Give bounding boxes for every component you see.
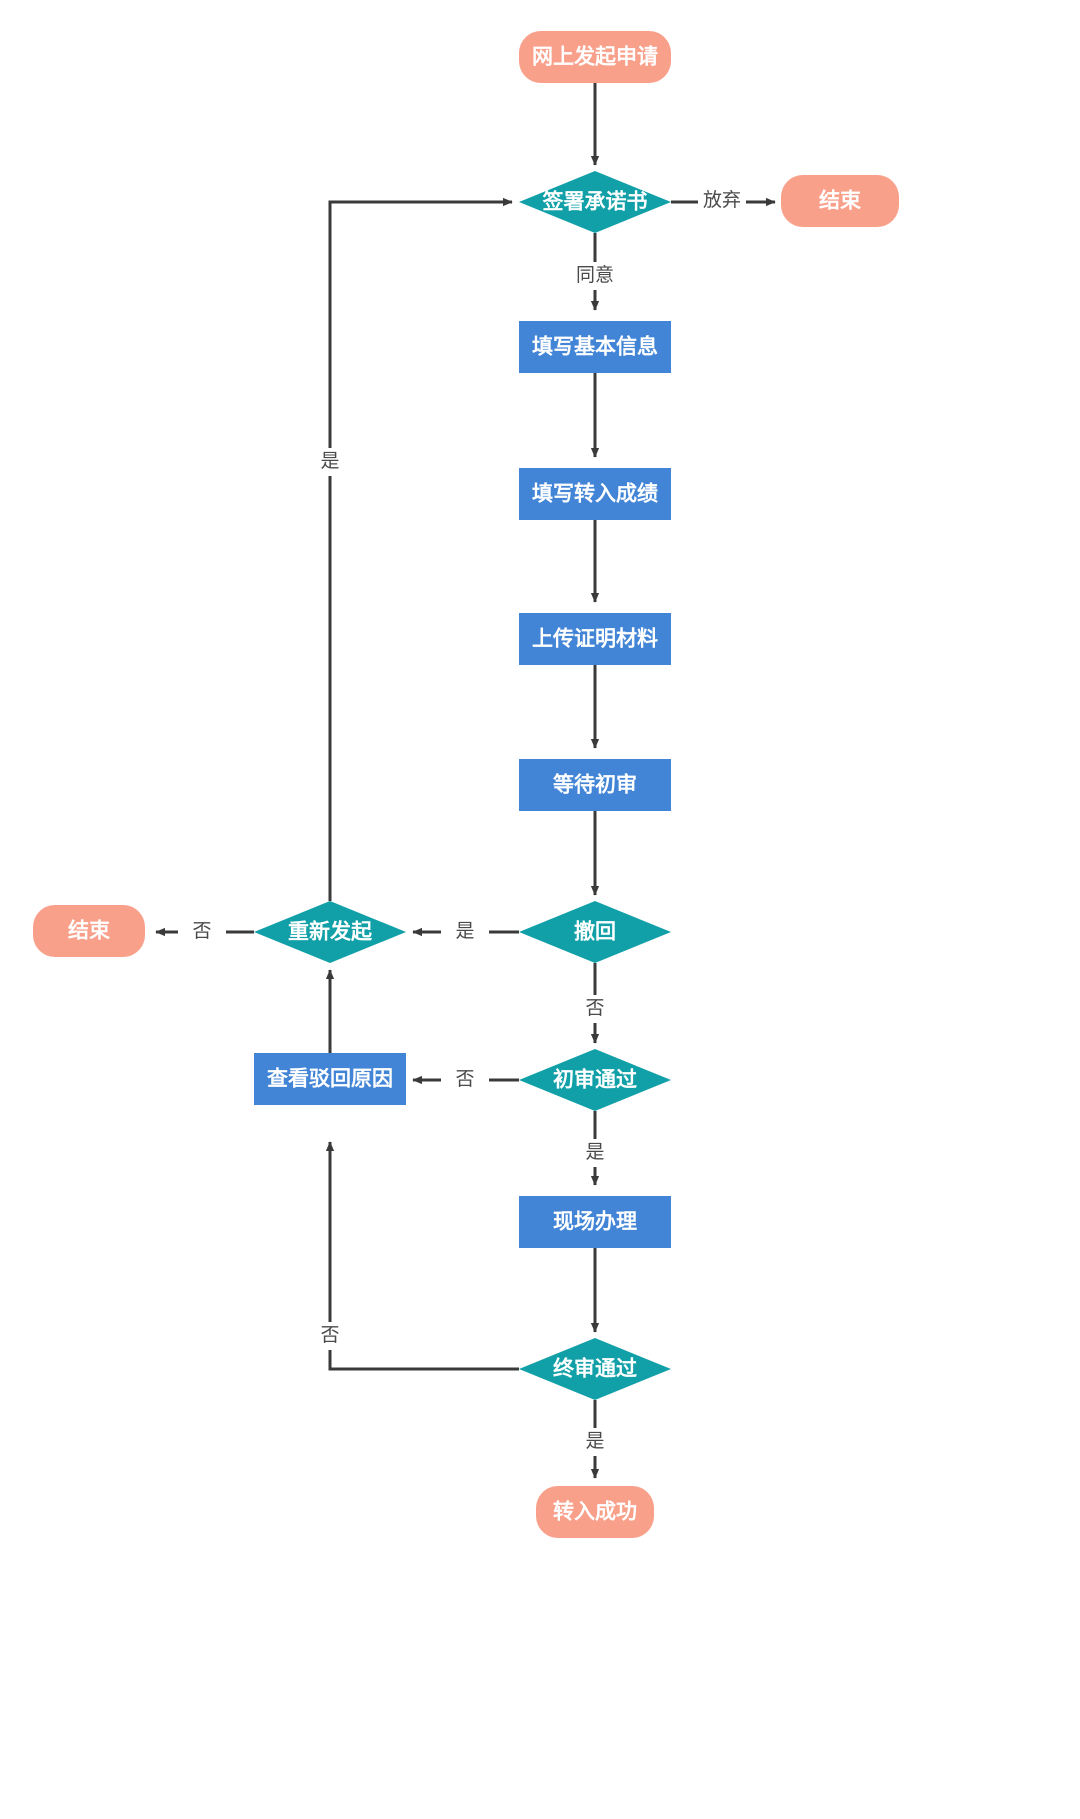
- edge-withdraw-to-first-pass: 否: [571, 963, 619, 1044]
- edge-label-withdraw-no: 否: [585, 998, 604, 1019]
- edge-first-pass-to-view-reject: 否: [412, 1066, 519, 1094]
- node-process-fill-transfer-grades[interactable]: 填写转入成绩: [519, 468, 671, 520]
- node-label-transfer-grades: 填写转入成绩: [532, 482, 658, 506]
- node-end-transfer-success[interactable]: 转入成功: [536, 1486, 654, 1538]
- node-decision-sign-commitment[interactable]: 签署承诺书: [519, 171, 671, 233]
- node-end-restart-no[interactable]: 结束: [33, 905, 145, 957]
- edge-label-restart-yes: 是: [320, 451, 339, 472]
- node-decision-first-review-passed[interactable]: 初审通过: [519, 1049, 671, 1111]
- node-label-restart: 重新发起: [288, 920, 373, 944]
- edge-first-pass-to-onsite: 是: [571, 1111, 619, 1186]
- node-label-first-review-passed: 初审通过: [553, 1068, 637, 1092]
- edge-label-agree: 同意: [576, 264, 614, 286]
- node-label-view-rejection-reason: 查看驳回原因: [267, 1067, 393, 1091]
- node-decision-withdraw[interactable]: 撤回: [519, 901, 671, 963]
- node-label-upload-materials: 上传证明材料: [532, 627, 658, 651]
- nodes-layer: 网上发起申请 签署承诺书 结束 填写基本信息 填写转入成绩: [33, 31, 899, 1538]
- edge-restart-to-sign: 是: [306, 197, 513, 901]
- edge-sign-to-basic-info: 同意: [571, 233, 619, 311]
- node-label-start: 网上发起申请: [532, 45, 658, 69]
- edge-label-final-pass-no: 否: [320, 1325, 339, 1346]
- node-label-onsite-handling: 现场办理: [553, 1211, 637, 1234]
- node-end-abandon[interactable]: 结束: [781, 175, 899, 227]
- edge-label-first-pass-no: 否: [455, 1069, 474, 1090]
- edges-layer: 放弃 同意: [155, 83, 776, 1479]
- edge-final-pass-to-view-reject: 否: [306, 1141, 519, 1371]
- node-label-sign-commitment: 签署承诺书: [542, 190, 648, 214]
- edge-label-abandon: 放弃: [703, 189, 741, 211]
- edge-withdraw-to-restart: 是: [412, 918, 519, 946]
- edge-label-restart-no: 否: [192, 921, 211, 942]
- node-label-wait-first-review: 等待初审: [553, 773, 637, 797]
- node-label-transfer-success: 转入成功: [553, 1500, 637, 1524]
- edge-label-final-pass-yes: 是: [585, 1431, 604, 1452]
- node-process-view-rejection-reason[interactable]: 查看驳回原因: [254, 1053, 406, 1105]
- node-process-fill-basic-info[interactable]: 填写基本信息: [519, 321, 671, 373]
- node-label-basic-info: 填写基本信息: [532, 335, 658, 359]
- node-process-upload-materials[interactable]: 上传证明材料: [519, 613, 671, 665]
- node-label-final-review-passed: 终审通过: [553, 1357, 637, 1381]
- edge-sign-to-end-abandon: 放弃: [671, 187, 776, 215]
- node-process-onsite-handling[interactable]: 现场办理: [519, 1196, 671, 1248]
- node-label-end-restart-no: 结束: [68, 919, 111, 943]
- edge-label-first-pass-yes: 是: [585, 1142, 604, 1163]
- node-decision-restart[interactable]: 重新发起: [254, 901, 406, 963]
- node-start-online-application[interactable]: 网上发起申请: [519, 31, 671, 83]
- edge-label-withdraw-yes: 是: [455, 921, 474, 942]
- edge-final-pass-to-success: 是: [571, 1400, 619, 1479]
- node-decision-final-review-passed[interactable]: 终审通过: [519, 1338, 671, 1400]
- node-process-wait-first-review[interactable]: 等待初审: [519, 759, 671, 811]
- node-label-end-abandon: 结束: [819, 189, 862, 213]
- node-label-withdraw: 撤回: [574, 920, 616, 944]
- edge-restart-to-end: 否: [155, 918, 254, 946]
